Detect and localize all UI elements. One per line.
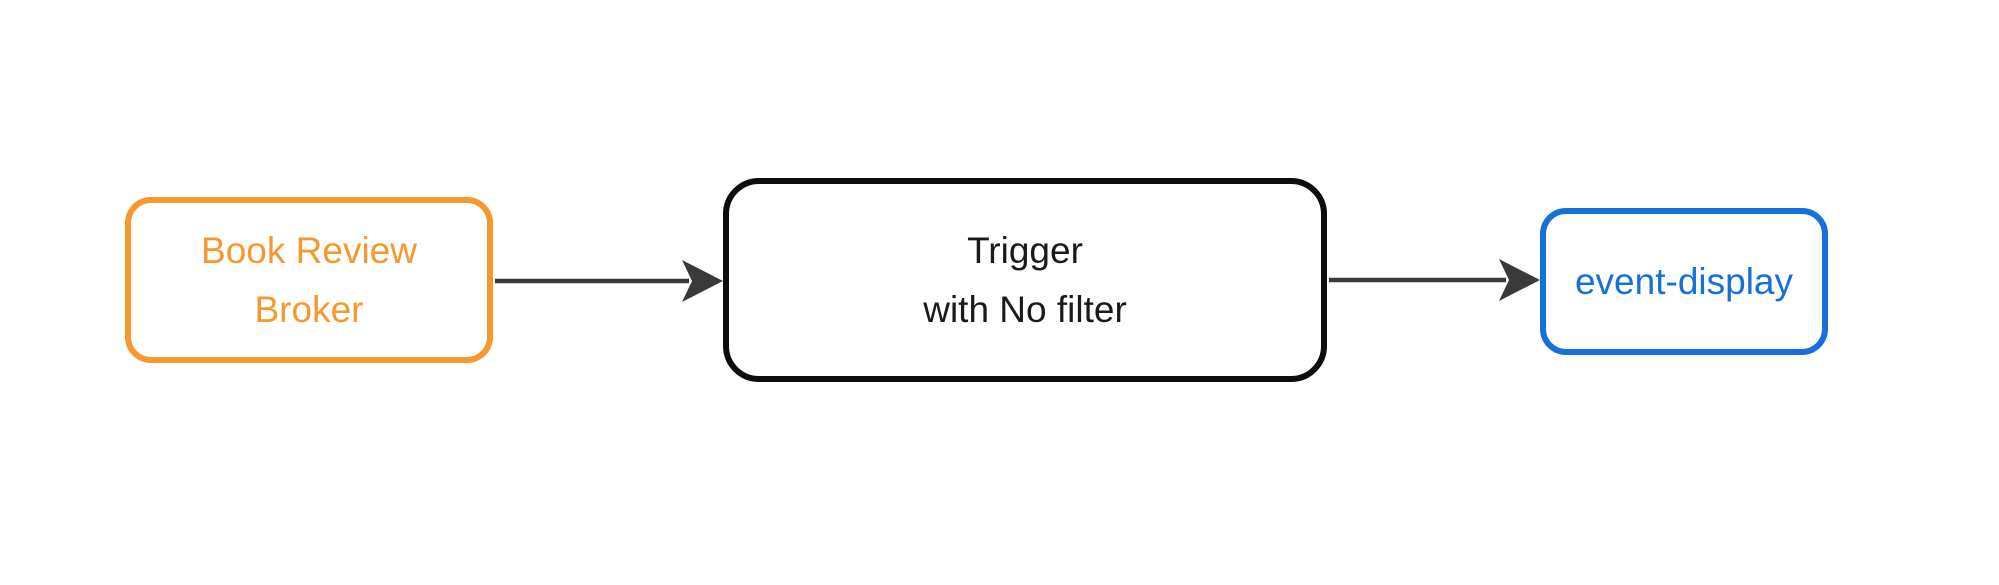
node-label-line: event-display (1574, 261, 1793, 302)
arrowhead-icon (682, 260, 723, 302)
edge-broker-to-trigger (495, 260, 723, 302)
node-label-line: with No filter (923, 289, 1127, 330)
node-book-review-broker: Book Review Broker (125, 197, 493, 363)
node-event-display-label: event-display (1575, 252, 1793, 311)
node-label-line: Trigger (967, 230, 1083, 271)
node-event-display: event-display (1540, 208, 1828, 355)
node-label-line: Book Review (201, 230, 417, 271)
edge-trigger-to-event-display (1329, 259, 1540, 301)
node-book-review-broker-label: Book Review Broker (201, 221, 417, 339)
node-trigger-label: Trigger with No filter (923, 221, 1127, 339)
arrowhead-icon (1499, 259, 1540, 301)
node-trigger-with-no-filter: Trigger with No filter (723, 178, 1327, 382)
node-label-line: Broker (254, 289, 364, 330)
